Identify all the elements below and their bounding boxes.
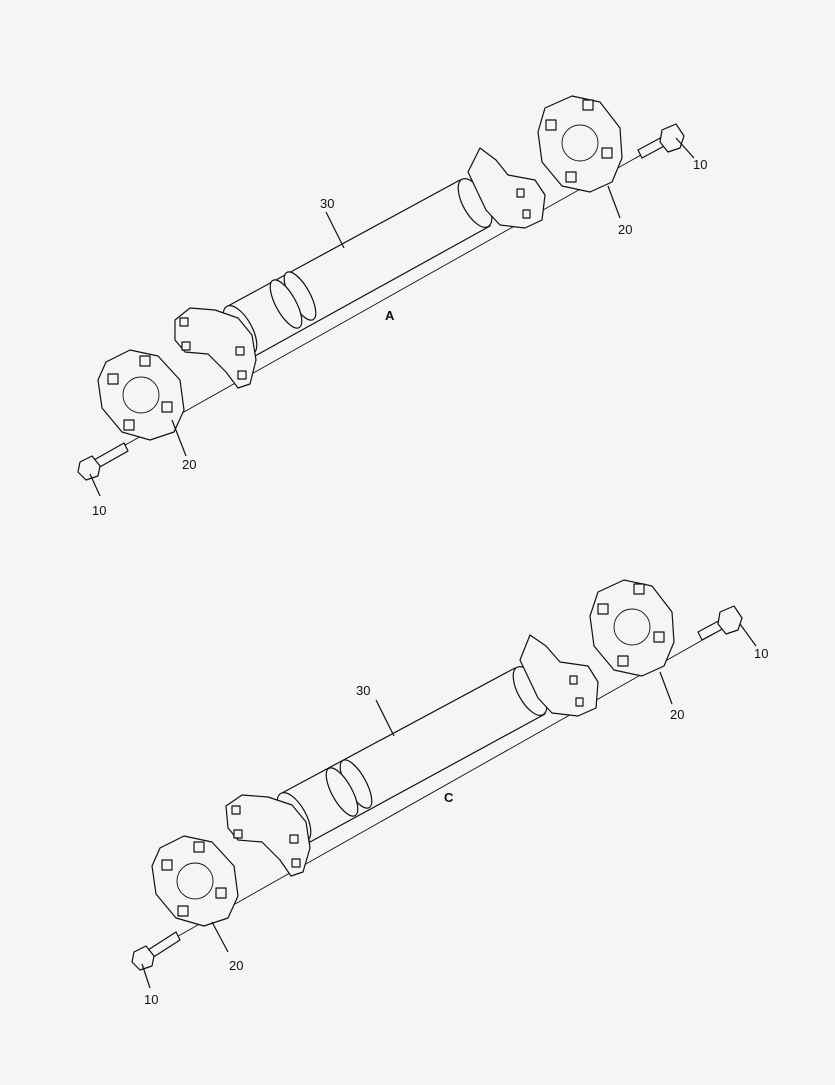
callout-bolt-right-a: 10: [693, 157, 707, 172]
section-label-c: C: [444, 790, 454, 805]
leader-shaft-c: [375, 699, 395, 737]
callout-bolt-right-c: 10: [754, 646, 768, 661]
callout-bolt-left-c: 10: [144, 992, 158, 1007]
flex-coupling-left-c: [151, 835, 239, 927]
leader-coupling-right-c: [659, 671, 673, 705]
leader-bolt-left-c: [141, 963, 151, 989]
section-label-a: A: [385, 308, 395, 323]
leader-bolt-left-a: [89, 473, 101, 497]
callout-coupling-right-a: 20: [618, 222, 632, 237]
callout-coupling-right-c: 20: [670, 707, 684, 722]
callout-coupling-left-a: 20: [182, 457, 196, 472]
bolt-left-c: [131, 931, 181, 971]
propeller-shaft-a: [174, 147, 546, 389]
callout-bolt-left-a: 10: [92, 503, 106, 518]
flex-coupling-left-a: [97, 349, 185, 441]
leader-shaft-a: [325, 211, 345, 249]
flex-coupling-right-c: [589, 579, 675, 677]
assembly-c: 10 20 30 C 20 10: [131, 579, 768, 1007]
bolt-right-a: [637, 123, 685, 159]
assembly-a: 10 20 30 A 20 10: [77, 95, 707, 518]
bolt-right-c: [697, 605, 743, 641]
callout-shaft-a: 30: [320, 196, 334, 211]
leader-bolt-right-c: [739, 623, 757, 647]
callout-shaft-c: 30: [356, 683, 370, 698]
flex-coupling-right-a: [537, 95, 623, 193]
leader-coupling-left-a: [171, 419, 187, 457]
leader-coupling-left-c: [211, 921, 229, 953]
leader-coupling-right-a: [607, 185, 621, 219]
bolt-left-a: [77, 442, 129, 481]
propeller-shaft-c: [225, 634, 599, 877]
callout-coupling-left-c: 20: [229, 958, 243, 973]
leader-bolt-right-a: [675, 137, 695, 159]
